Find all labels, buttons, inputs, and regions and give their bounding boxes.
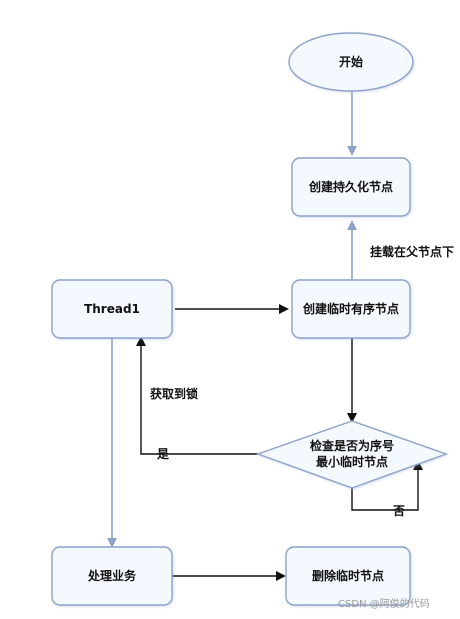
yes-label: 是 [156, 447, 170, 461]
get-lock-label: 获取到锁 [149, 386, 198, 401]
create-persistent-node-label: 创建持久化节点 [308, 179, 393, 194]
thread-node-label: Thread1 [84, 302, 140, 316]
edge-check-loop-no [351, 460, 423, 511]
process-business-node-label: 处理业务 [87, 568, 137, 583]
process-business-node [51, 546, 173, 606]
check-decision-line2: 最小临时节点 [316, 454, 388, 469]
create-persistent-node [291, 157, 411, 217]
no-label: 否 [392, 504, 405, 518]
check-decision-line1: 检查是否为序号 [310, 438, 394, 453]
thread-node [51, 279, 173, 339]
watermark-text: CSDN @阿俊的代码 [338, 597, 430, 610]
delete-temp-node-label: 删除临时节点 [312, 568, 384, 583]
delete-temp-node [285, 546, 411, 606]
edge-check-to-thread [136, 336, 258, 455]
start-node [288, 32, 414, 92]
create-sequential-node-label: 创建临时有序节点 [302, 301, 399, 316]
mount-under-parent-label: 挂载在父节点下 [370, 244, 454, 259]
start-node-label: 开始 [339, 54, 363, 69]
check-decision-node [255, 420, 449, 489]
create-sequential-node [291, 279, 411, 339]
